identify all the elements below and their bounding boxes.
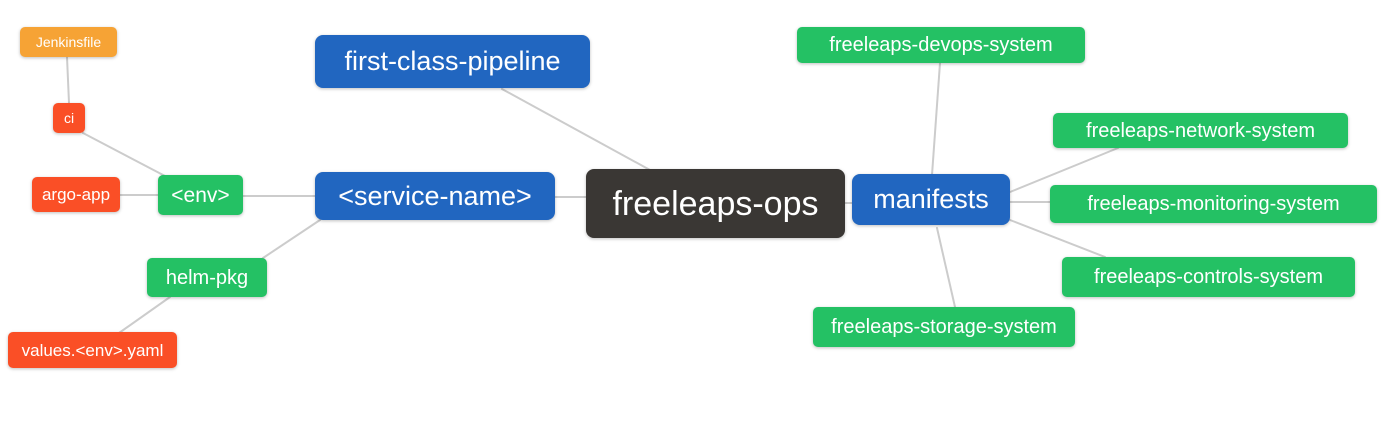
node-ci[interactable]: ci [53, 103, 85, 133]
edge-manifests-to-freeleaps-devops-system [931, 62, 941, 176]
node-freeleaps-storage-system[interactable]: freeleaps-storage-system [813, 307, 1075, 347]
node-argo-app[interactable]: argo-app [32, 177, 120, 212]
node-env[interactable]: <env> [158, 175, 243, 215]
node-manifests[interactable]: manifests [852, 174, 1010, 225]
edge-ci-to-env [82, 132, 166, 177]
edge-helm-pkg-to-values-env-yaml [118, 296, 171, 334]
node-freeleaps-network-system[interactable]: freeleaps-network-system [1053, 113, 1348, 148]
node-freeleaps-ops[interactable]: freeleaps-ops [586, 169, 845, 238]
node-first-class-pipeline[interactable]: first-class-pipeline [315, 35, 590, 88]
node-freeleaps-monitoring-system[interactable]: freeleaps-monitoring-system [1050, 185, 1377, 223]
edge-manifests-to-freeleaps-controls-system [1009, 219, 1106, 258]
edge-jenkinsfile-to-ci [66, 56, 70, 104]
edge-manifests-to-freeleaps-storage-system [936, 227, 956, 308]
node-freeleaps-controls-system[interactable]: freeleaps-controls-system [1062, 257, 1355, 297]
node-helm-pkg[interactable]: helm-pkg [147, 258, 267, 297]
edge-service-name-to-helm-pkg [262, 219, 321, 259]
node-jenkinsfile[interactable]: Jenkinsfile [20, 27, 117, 57]
node-freeleaps-devops-system[interactable]: freeleaps-devops-system [797, 27, 1085, 63]
edge-first-class-pipeline-to-freeleaps-ops [501, 88, 651, 171]
node-values-env-yaml[interactable]: values.<env>.yaml [8, 332, 177, 368]
node-service-name[interactable]: <service-name> [315, 172, 555, 220]
